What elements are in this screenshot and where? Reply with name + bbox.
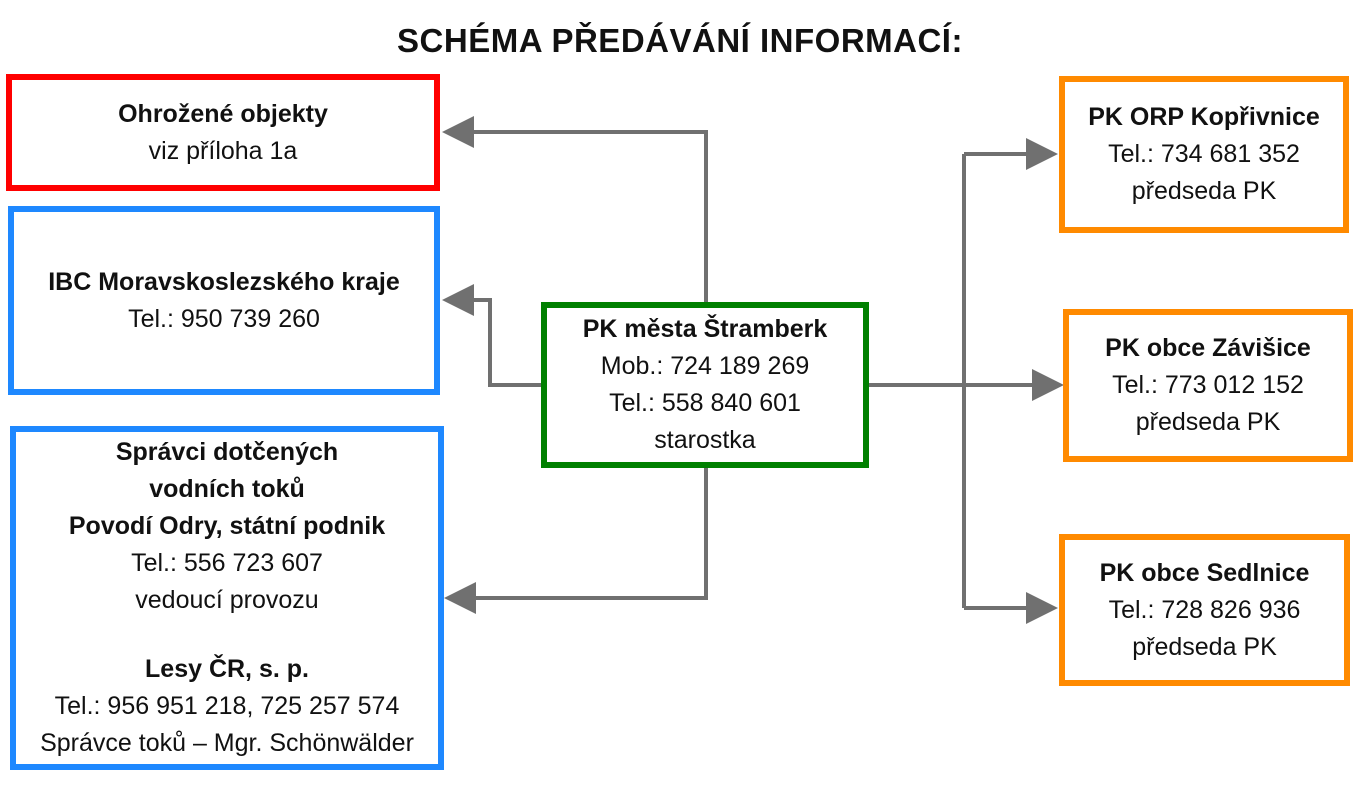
- povodi-odry-phone: Tel.: 556 723 607: [131, 549, 323, 577]
- stream-managers-box: Správci dotčených vodních toků Povodí Od…: [10, 426, 444, 770]
- threatened-objects-note: viz příloha 1a: [148, 136, 298, 165]
- lesy-cr-phone: Tel.: 956 951 218, 725 257 574: [54, 692, 400, 720]
- povodi-odry-name: Povodí Odry, státní podnik: [68, 512, 386, 540]
- sedlnice-box: PK obce Sedlnice Tel.: 728 826 936 předs…: [1059, 534, 1350, 686]
- center-role: starostka: [654, 426, 756, 454]
- orp-koprivnice-box: PK ORP Kopřivnice Tel.: 734 681 352 před…: [1059, 76, 1349, 233]
- diagram-title: SCHÉMA PŘEDÁVÁNÍ INFORMACÍ:: [397, 22, 963, 59]
- threatened-objects-name: Ohrožené objekty: [118, 99, 328, 128]
- center-mobile: Mob.: 724 189 269: [600, 352, 810, 380]
- arrow-to-threatened-objects: [442, 116, 708, 302]
- orp-koprivnice-phone: Tel.: 734 681 352: [1108, 140, 1300, 168]
- arrow-to-stream-managers: [444, 468, 708, 614]
- stream-managers-title-line2: vodních toků: [149, 475, 305, 503]
- center-pk-stramberk-box: PK města Štramberk Mob.: 724 189 269 Tel…: [541, 302, 869, 468]
- sedlnice-name: PK obce Sedlnice: [1099, 558, 1310, 587]
- ibc-box: IBC Moravskoslezského kraje Tel.: 950 73…: [8, 206, 440, 395]
- sedlnice-role: předseda PK: [1132, 632, 1277, 661]
- center-phone: Tel.: 558 840 601: [609, 389, 801, 417]
- zavisice-role: předseda PK: [1135, 408, 1281, 436]
- zavisice-box: PK obce Závišice Tel.: 773 012 152 předs…: [1063, 309, 1353, 462]
- lesy-cr-name: Lesy ČR, s. p.: [145, 655, 309, 683]
- stream-managers-title-line1: Správci dotčených: [115, 438, 339, 466]
- center-pk-name: PK města Štramberk: [582, 315, 828, 343]
- povodi-odry-role: vedoucí provozu: [135, 586, 319, 614]
- zavisice-phone: Tel.: 773 012 152: [1112, 371, 1304, 399]
- ibc-phone: Tel.: 950 739 260: [128, 304, 320, 333]
- sedlnice-phone: Tel.: 728 826 936: [1108, 595, 1301, 624]
- zavisice-name: PK obce Závišice: [1105, 334, 1311, 362]
- orp-koprivnice-role: předseda PK: [1131, 177, 1277, 205]
- ibc-name: IBC Moravskoslezského kraje: [48, 267, 400, 296]
- arrow-to-ibc: [442, 284, 542, 387]
- lesy-cr-role: Správce toků – Mgr. Schönwälder: [40, 729, 414, 757]
- threatened-objects-box: Ohrožené objekty viz příloha 1a: [6, 74, 440, 191]
- orp-koprivnice-name: PK ORP Kopřivnice: [1088, 103, 1320, 131]
